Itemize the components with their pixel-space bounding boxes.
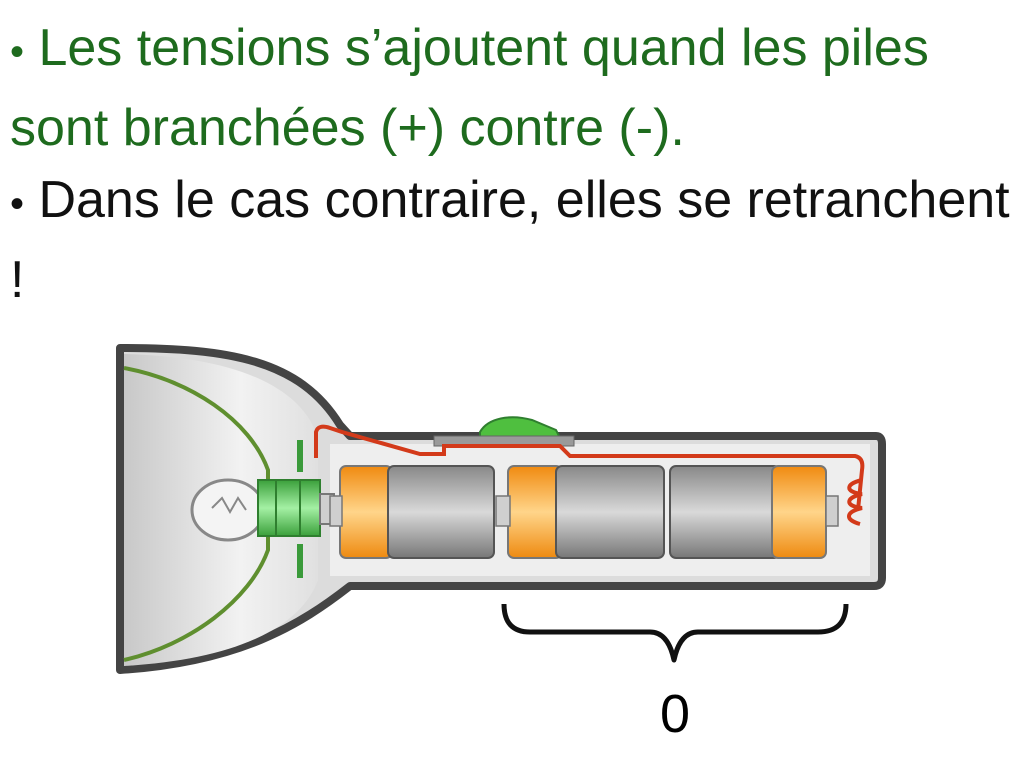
bullet-marker: • <box>10 30 25 74</box>
battery-2 <box>495 465 665 559</box>
contact-wire <box>314 424 865 511</box>
sum-brace <box>501 603 849 663</box>
voltage-sum-label: 0 <box>659 684 691 744</box>
bulb-socket <box>257 479 321 537</box>
flashlight-diagram <box>116 344 886 674</box>
bullet-text: Les tensions s’ajoutent quand les piles … <box>10 19 929 157</box>
battery-1 <box>329 465 495 559</box>
bullet-point-1: • Les tensions s’ajoutent quand les pile… <box>10 10 1010 166</box>
spring-icon <box>847 478 863 526</box>
battery-3-reversed <box>669 465 839 559</box>
bullet-text: Dans le cas contraire, elles se retranch… <box>10 171 1010 309</box>
switch-icon <box>479 416 562 439</box>
bullet-marker: • <box>10 182 25 226</box>
bullet-point-2: • Dans le cas contraire, elles se retran… <box>10 162 1010 318</box>
